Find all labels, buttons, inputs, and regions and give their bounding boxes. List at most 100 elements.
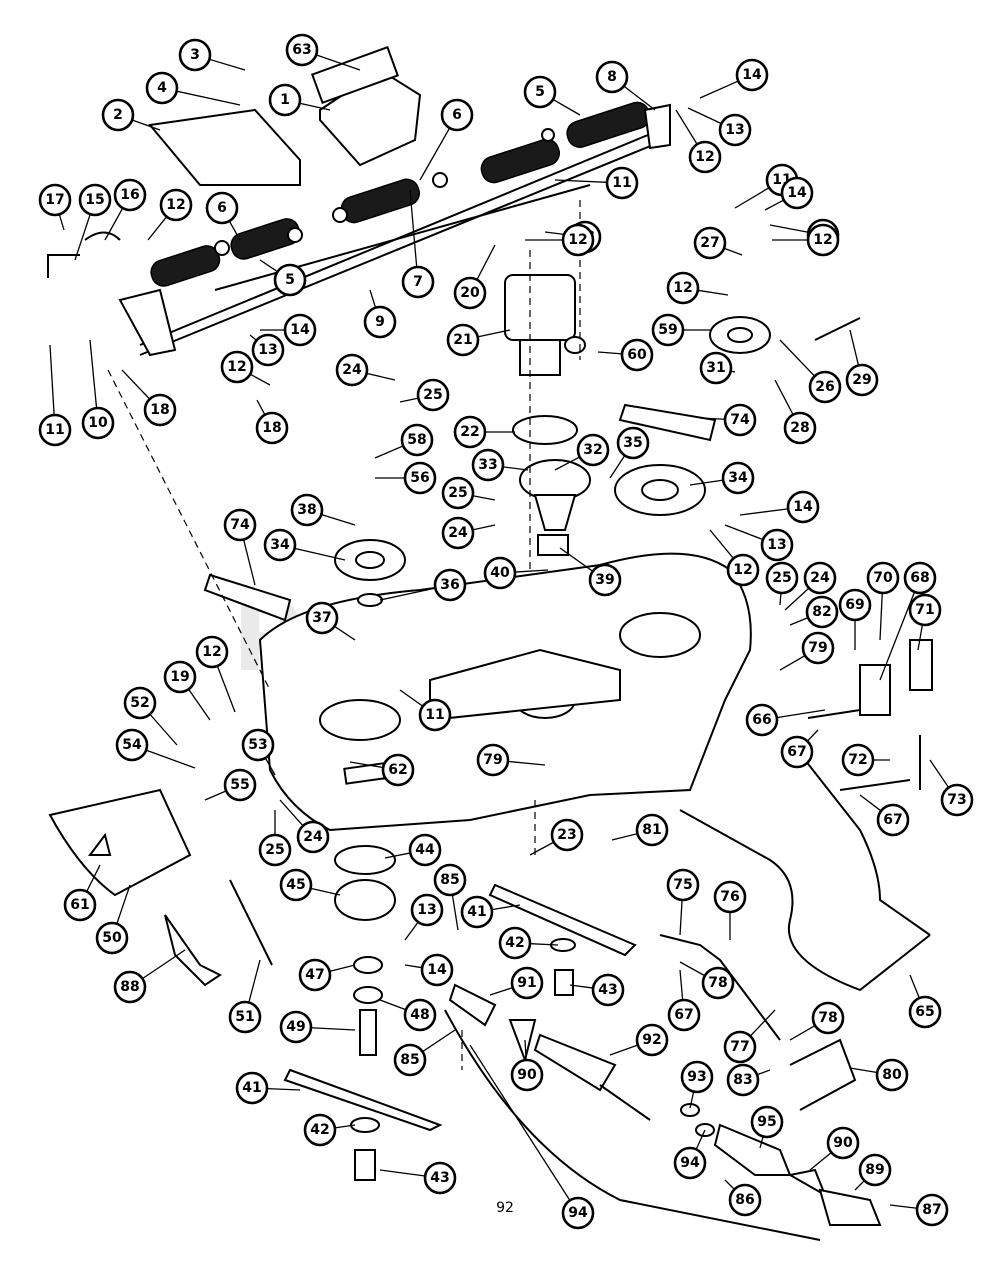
callout-38[interactable]: 38 — [290, 493, 324, 527]
callout-42[interactable]: 42 — [303, 1113, 337, 1147]
callout-77[interactable]: 77 — [723, 1030, 757, 1064]
callout-11[interactable]: 11 — [418, 698, 452, 732]
callout-9[interactable]: 9 — [363, 305, 397, 339]
callout-27[interactable]: 27 — [693, 226, 727, 260]
callout-62[interactable]: 62 — [381, 753, 415, 787]
callout-74[interactable]: 74 — [723, 403, 757, 437]
callout-68[interactable]: 68 — [903, 561, 937, 595]
callout-73[interactable]: 73 — [940, 783, 974, 817]
callout-74[interactable]: 74 — [223, 508, 257, 542]
callout-32[interactable]: 32 — [576, 433, 610, 467]
callout-79[interactable]: 79 — [801, 631, 835, 665]
callout-39[interactable]: 39 — [588, 563, 622, 597]
callout-60[interactable]: 60 — [620, 338, 654, 372]
callout-65[interactable]: 65 — [908, 995, 942, 1029]
callout-4[interactable]: 4 — [145, 71, 179, 105]
callout-40[interactable]: 40 — [483, 556, 517, 590]
callout-10[interactable]: 10 — [81, 406, 115, 440]
callout-12[interactable]: 12 — [195, 635, 229, 669]
callout-13[interactable]: 13 — [718, 113, 752, 147]
callout-20[interactable]: 20 — [453, 276, 487, 310]
callout-90[interactable]: 90 — [826, 1126, 860, 1160]
callout-81[interactable]: 81 — [635, 813, 669, 847]
callout-45[interactable]: 45 — [279, 868, 313, 902]
callout-43[interactable]: 43 — [591, 973, 625, 1007]
callout-25[interactable]: 25 — [441, 476, 475, 510]
callout-12[interactable]: 12 — [220, 350, 254, 384]
callout-13[interactable]: 13 — [410, 893, 444, 927]
callout-66[interactable]: 66 — [745, 703, 779, 737]
callout-34[interactable]: 34 — [263, 528, 297, 562]
callout-5[interactable]: 5 — [273, 263, 307, 297]
callout-24[interactable]: 24 — [441, 516, 475, 550]
callout-87[interactable]: 87 — [915, 1193, 949, 1227]
callout-91[interactable]: 91 — [510, 966, 544, 1000]
callout-79[interactable]: 79 — [476, 743, 510, 777]
callout-52[interactable]: 52 — [123, 686, 157, 720]
callout-94[interactable]: 94 — [561, 1196, 595, 1230]
callout-12[interactable]: 12 — [806, 223, 840, 257]
callout-50[interactable]: 50 — [95, 921, 129, 955]
callout-14[interactable]: 14 — [786, 490, 820, 524]
callout-28[interactable]: 28 — [783, 411, 817, 445]
callout-14[interactable]: 14 — [735, 58, 769, 92]
callout-41[interactable]: 41 — [460, 895, 494, 929]
callout-42[interactable]: 42 — [498, 926, 532, 960]
callout-25[interactable]: 25 — [416, 378, 450, 412]
callout-78[interactable]: 78 — [701, 966, 735, 1000]
callout-19[interactable]: 19 — [163, 660, 197, 694]
callout-13[interactable]: 13 — [251, 333, 285, 367]
callout-6[interactable]: 6 — [205, 191, 239, 225]
callout-44[interactable]: 44 — [408, 833, 442, 867]
callout-88[interactable]: 88 — [113, 970, 147, 1004]
callout-22[interactable]: 22 — [453, 415, 487, 449]
callout-6[interactable]: 6 — [440, 98, 474, 132]
callout-67[interactable]: 67 — [780, 735, 814, 769]
callout-12[interactable]: 12 — [726, 553, 760, 587]
callout-14[interactable]: 14 — [420, 953, 454, 987]
callout-85[interactable]: 85 — [393, 1043, 427, 1077]
callout-76[interactable]: 76 — [713, 880, 747, 914]
callout-18[interactable]: 18 — [143, 393, 177, 427]
callout-47[interactable]: 47 — [298, 958, 332, 992]
callout-11[interactable]: 11 — [38, 413, 72, 447]
callout-67[interactable]: 67 — [667, 998, 701, 1032]
callout-12[interactable]: 12 — [561, 223, 595, 257]
callout-8[interactable]: 8 — [595, 60, 629, 94]
callout-11[interactable]: 11 — [605, 166, 639, 200]
callout-1[interactable]: 1 — [268, 83, 302, 117]
callout-25[interactable]: 25 — [765, 561, 799, 595]
callout-53[interactable]: 53 — [241, 728, 275, 762]
callout-36[interactable]: 36 — [433, 568, 467, 602]
callout-2[interactable]: 2 — [101, 98, 135, 132]
callout-15[interactable]: 15 — [78, 183, 112, 217]
callout-34[interactable]: 34 — [721, 461, 755, 495]
callout-78[interactable]: 78 — [811, 1001, 845, 1035]
callout-12[interactable]: 12 — [159, 188, 193, 222]
callout-69[interactable]: 69 — [838, 588, 872, 622]
callout-23[interactable]: 23 — [550, 818, 584, 852]
callout-14[interactable]: 14 — [283, 313, 317, 347]
callout-49[interactable]: 49 — [279, 1010, 313, 1044]
callout-95[interactable]: 95 — [750, 1105, 784, 1139]
callout-21[interactable]: 21 — [446, 323, 480, 357]
callout-59[interactable]: 59 — [651, 313, 685, 347]
callout-43[interactable]: 43 — [423, 1161, 457, 1195]
callout-24[interactable]: 24 — [296, 820, 330, 854]
callout-86[interactable]: 86 — [728, 1183, 762, 1217]
callout-35[interactable]: 35 — [616, 426, 650, 460]
callout-16[interactable]: 16 — [113, 178, 147, 212]
callout-54[interactable]: 54 — [115, 728, 149, 762]
callout-48[interactable]: 48 — [403, 998, 437, 1032]
callout-5[interactable]: 5 — [523, 75, 557, 109]
callout-25[interactable]: 25 — [258, 833, 292, 867]
callout-58[interactable]: 58 — [400, 423, 434, 457]
callout-92[interactable]: 92 — [635, 1023, 669, 1057]
callout-75[interactable]: 75 — [666, 868, 700, 902]
callout-14[interactable]: 14 — [780, 176, 814, 210]
callout-51[interactable]: 51 — [228, 1000, 262, 1034]
callout-41[interactable]: 41 — [235, 1071, 269, 1105]
callout-55[interactable]: 55 — [223, 768, 257, 802]
callout-13[interactable]: 13 — [760, 528, 794, 562]
callout-33[interactable]: 33 — [471, 448, 505, 482]
